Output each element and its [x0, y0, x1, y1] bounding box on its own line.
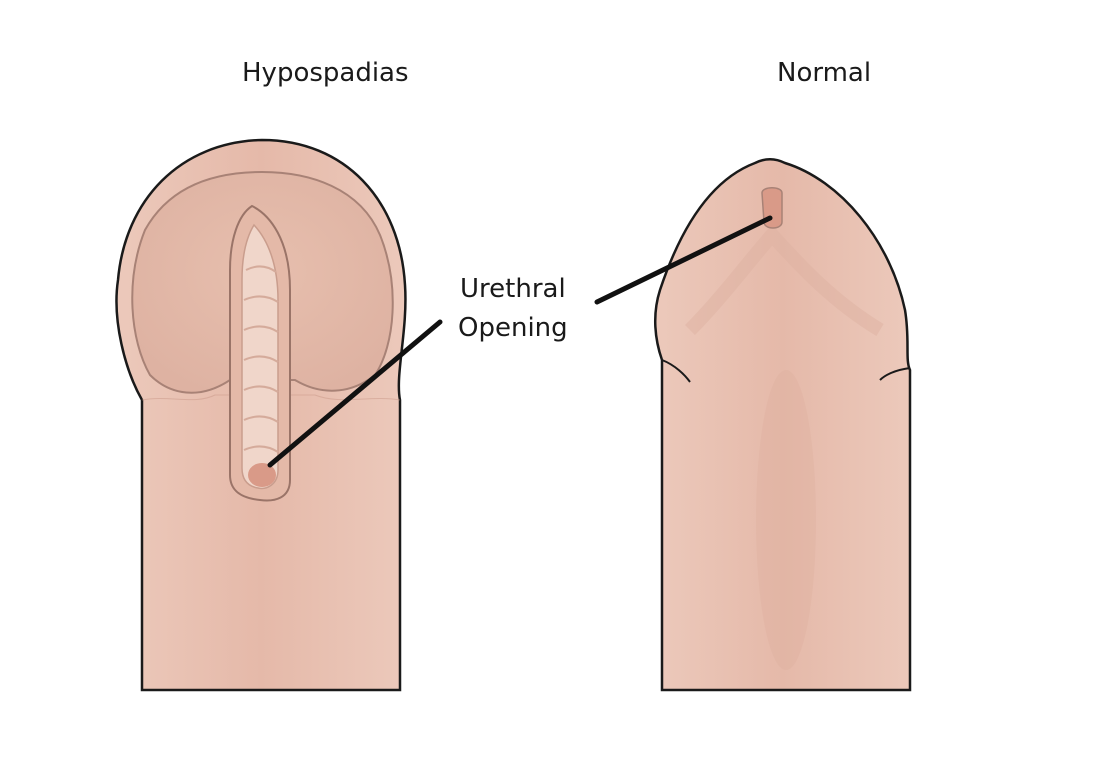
callout-label-line2: Opening: [458, 313, 568, 343]
urethral-opening-left: [248, 463, 276, 487]
title-normal: Normal: [777, 58, 872, 88]
callout-label-line1: Urethral: [460, 274, 566, 304]
normal-illustration: [653, 158, 912, 692]
title-hypospadias: Hypospadias: [242, 58, 409, 88]
callout-line-left: [267, 319, 443, 468]
hypospadias-illustration: [115, 138, 407, 692]
callout-line-right: [594, 215, 773, 305]
